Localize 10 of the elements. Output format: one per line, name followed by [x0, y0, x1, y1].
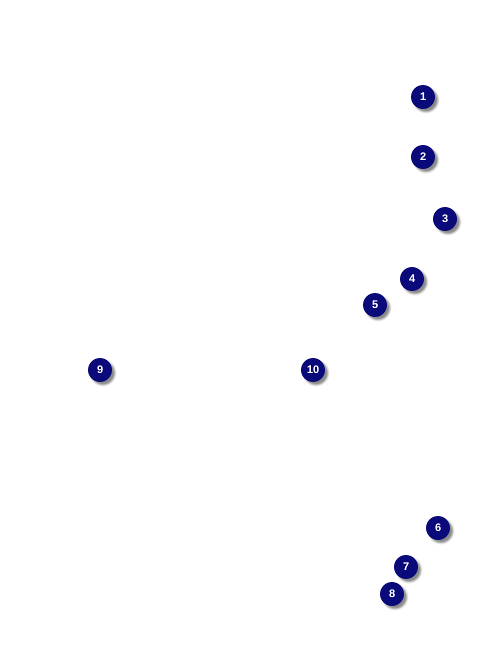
- callout-number: 9: [88, 358, 112, 382]
- callout-number: 3: [433, 207, 457, 231]
- callout-number: 8: [380, 582, 404, 606]
- callout-number: 5: [363, 293, 387, 317]
- callout-number: 10: [301, 358, 325, 382]
- callout-number: 7: [394, 555, 418, 579]
- callout-number: 2: [411, 145, 435, 169]
- callout-number: 4: [400, 267, 424, 291]
- callout-number: 1: [411, 85, 435, 109]
- callout-number: 6: [426, 516, 450, 540]
